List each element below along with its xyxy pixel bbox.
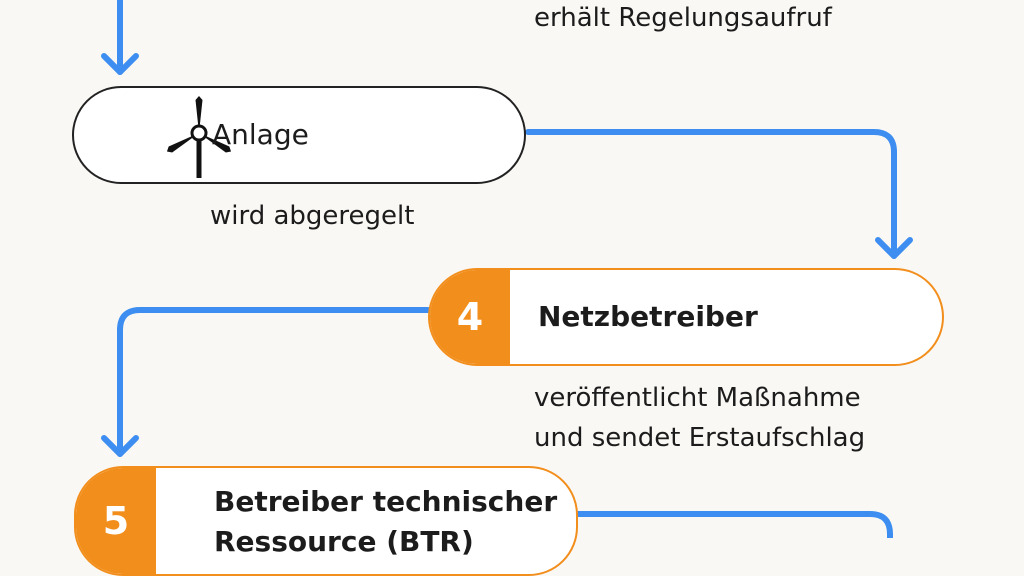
node-netzbetreiber: 4 Netzbetreiber: [428, 268, 944, 366]
caption-regelungsaufruf: erhält Regelungsaufruf: [534, 3, 832, 33]
node-anlage: Anlage: [72, 86, 526, 184]
caption-netz-line1: veröffentlicht Maßnahme: [534, 383, 861, 413]
connector-btr-out: [575, 511, 893, 538]
node-btr-label: Betreiber technischer Ressource (BTR): [214, 482, 574, 562]
connector-netzbetreiber-to-btr: [117, 307, 431, 457]
step-badge-4: 4: [430, 270, 510, 364]
arrowhead-netzbetreiber: [875, 237, 913, 259]
node-btr-label-line2: Ressource (BTR): [214, 525, 474, 558]
arrowhead-anlage: [101, 53, 139, 75]
step-badge-5: 5: [76, 468, 156, 574]
caption-netzbetreiber: veröffentlicht Maßnahme und sendet Ersta…: [534, 378, 865, 458]
flow-connectors: [101, 0, 913, 538]
caption-abgeregelt: wird abgeregelt: [210, 201, 415, 231]
node-anlage-label: Anlage: [212, 118, 309, 151]
node-btr: 5 Betreiber technischer Ressource (BTR): [74, 466, 578, 576]
node-netzbetreiber-label: Netzbetreiber: [538, 300, 758, 333]
arrowhead-btr: [101, 435, 139, 457]
wind-turbine-icon: [166, 96, 232, 178]
connector-anlage-to-netzbetreiber: [525, 129, 897, 259]
caption-netz-line2: und sendet Erstaufschlag: [534, 423, 866, 453]
node-btr-label-line1: Betreiber technischer: [214, 485, 558, 518]
